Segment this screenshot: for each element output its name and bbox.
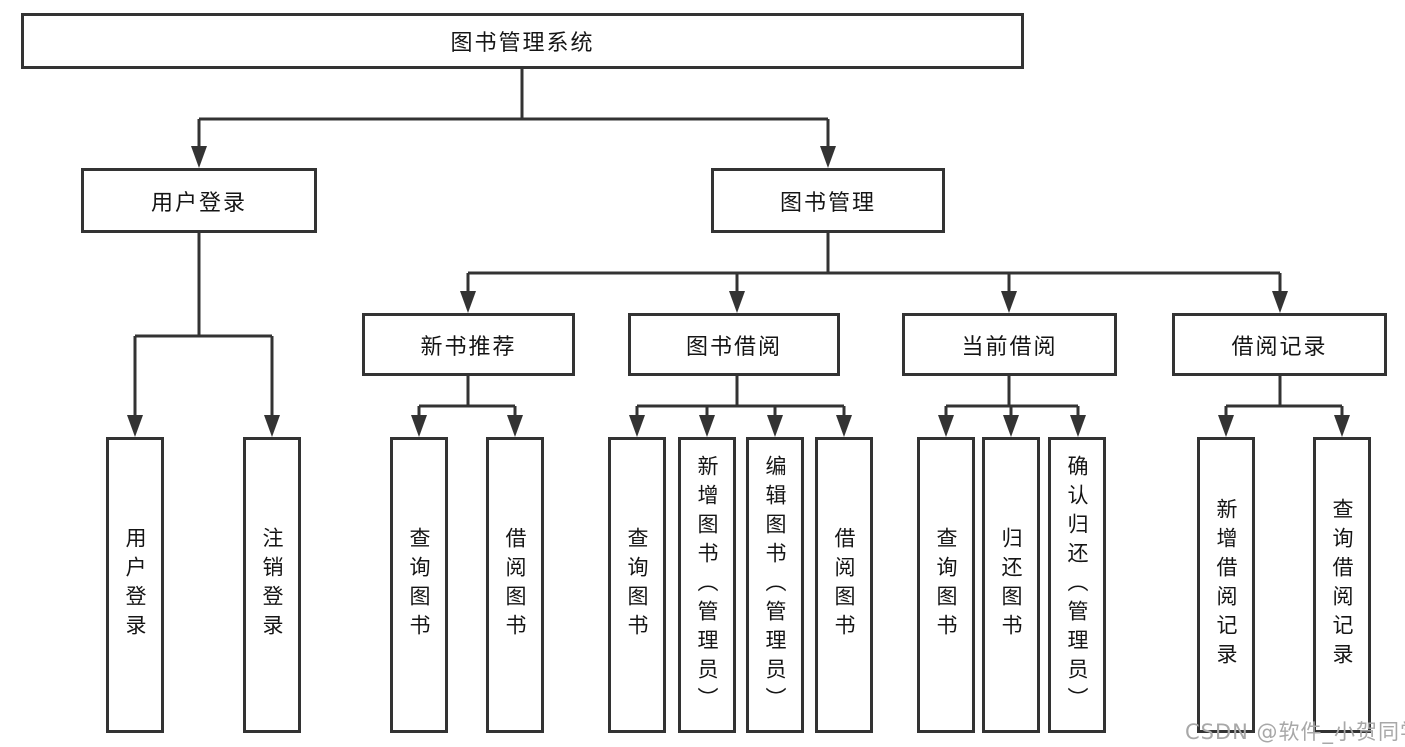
csdn-watermark: CSDN @软件_小贺同学 xyxy=(1185,720,1405,744)
leaf-edit-books-admin: 编辑图书（管理员） xyxy=(746,437,804,733)
leaf-query-books: 查询图书 xyxy=(917,437,975,733)
node-new-book-recommendation: 新书推荐 xyxy=(362,313,575,376)
leaf-add-borrow-record: 新增借阅记录 xyxy=(1197,437,1255,733)
leaf-query-borrow-record: 查询借阅记录 xyxy=(1313,437,1371,733)
leaf-borrow-books: 借阅图书 xyxy=(486,437,544,733)
node-borrowing-records: 借阅记录 xyxy=(1172,313,1387,376)
leaf-return-books: 归还图书 xyxy=(982,437,1040,733)
leaf-query-books: 查询图书 xyxy=(608,437,666,733)
leaf-borrow-books: 借阅图书 xyxy=(815,437,873,733)
arrowheads xyxy=(127,146,1350,437)
leaf-user-login: 用户登录 xyxy=(106,437,164,733)
node-book-management-system: 图书管理系统 xyxy=(21,13,1024,69)
leaf-add-books-admin: 新增图书（管理员） xyxy=(678,437,736,733)
node-book-borrowing: 图书借阅 xyxy=(628,313,840,376)
leaf-logout-login: 注销登录 xyxy=(243,437,301,733)
node-book-management: 图书管理 xyxy=(711,168,945,233)
node-user-login: 用户登录 xyxy=(81,168,317,233)
leaf-confirm-return-admin: 确认归还（管理员） xyxy=(1048,437,1106,733)
leaf-query-books: 查询图书 xyxy=(390,437,448,733)
node-current-borrowing: 当前借阅 xyxy=(902,313,1117,376)
